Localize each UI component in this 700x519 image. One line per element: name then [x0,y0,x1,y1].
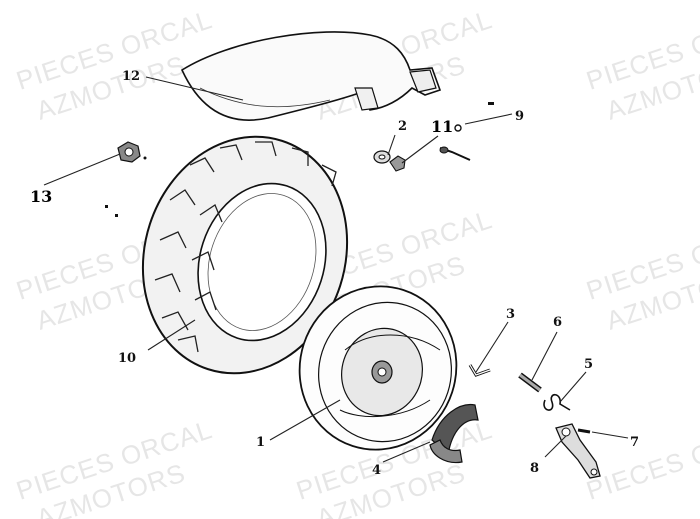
cam-shaft-part [518,372,542,393]
watermark-text: PIECES ORCAL [583,414,700,506]
callout-bolt: 11 [431,117,453,136]
wheel-rim-part [298,285,458,451]
callout-valve: 3 [506,307,515,322]
callout-wheel-rim: 1 [256,435,265,450]
callout-mudguard: 12 [122,69,140,84]
callout-tire: 10 [118,351,136,366]
callout-labels: 12 13 2 11 9 10 1 3 4 6 5 7 8 [30,69,639,478]
callout-brake-shoe: 4 [372,463,381,478]
callout-cam-shaft: 6 [553,315,562,330]
callout-brake-arm: 8 [530,461,539,476]
hardware-parts [105,102,494,217]
valve-part [468,364,491,377]
callout-washer: 2 [398,119,407,134]
tire-part [141,135,349,375]
leader-lines [43,76,629,463]
callout-bolt-small: 7 [630,435,639,450]
spring-part [543,393,571,411]
brake-shoe-part [429,403,479,464]
axle-nut-part [117,141,147,163]
brake-arm-part [555,423,601,479]
callout-spring: 5 [584,357,593,372]
mudguard-part [180,31,442,121]
callout-axle-nut: 13 [30,187,52,206]
callout-screw: 9 [515,109,524,124]
